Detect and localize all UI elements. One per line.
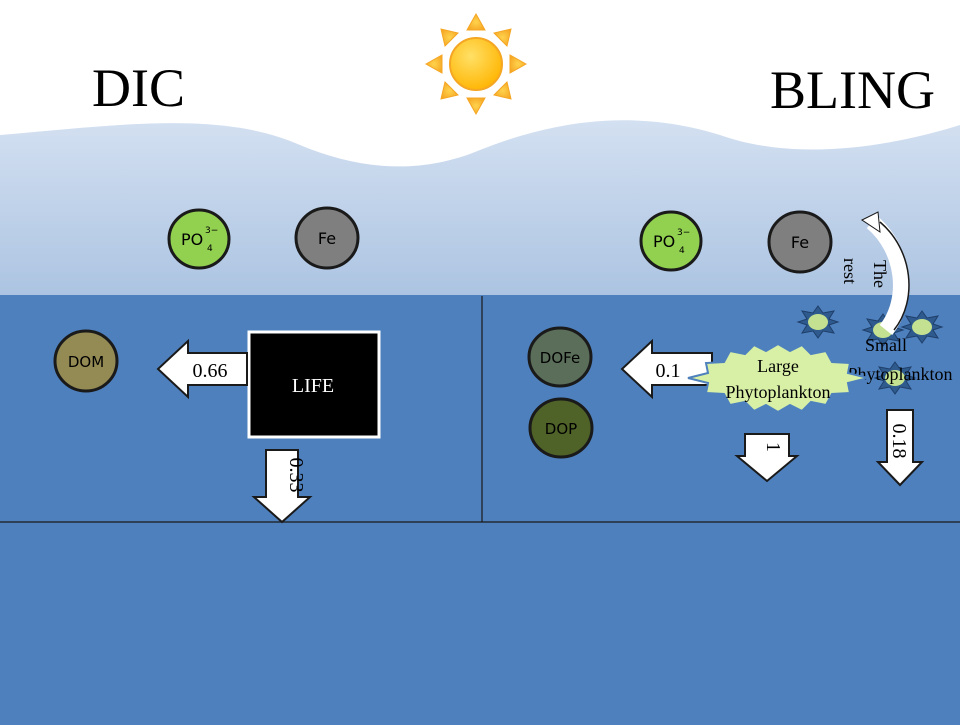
dic-fe-node: Fe [294,206,360,270]
small-phyto-label-2: Phytoplankton [847,364,952,384]
po4-label: PO [181,230,203,249]
dom-label: DOM [68,353,104,371]
bling-po4-node: PO 3− 4 [639,210,703,272]
dic-to-dom-value: 0.66 [193,360,228,382]
large-sinking-value: 1 [762,442,784,452]
dop-label: DOP [545,420,577,438]
large-phyto-label-1: Large [757,356,799,376]
large-phyto-label-2: Phytoplankton [725,382,830,402]
dofe-label: DOFe [540,349,580,367]
large-phytoplankton: Large Phytoplankton [687,342,869,414]
the-rest-label-2: rest [840,258,860,284]
svg-text:Fe: Fe [791,233,809,252]
arrow-dic-sinking: 0.33 [251,449,313,524]
life-label: LIFE [292,375,334,397]
the-rest-arrow: The rest [840,211,910,335]
title-dic: DIC [92,58,185,118]
po4-sub: 4 [207,244,213,254]
sun-icon [424,12,528,116]
svg-text:PO: PO [653,232,675,251]
bling-fe-node: Fe [767,210,833,274]
dic-dom-node: DOM [53,329,119,393]
life-box: LIFE [247,330,381,439]
svg-text:4: 4 [679,246,685,256]
arrow-bling-to-dissolved: 0.1 [620,338,713,400]
title-bling: BLING [770,60,935,120]
arrow-life-to-dom: 0.66 [156,338,248,400]
dic-po4-node: PO 3− 4 [167,208,231,270]
svg-text:3−: 3− [677,228,690,238]
po4-sup: 3− [205,226,218,236]
dic-sinking-value: 0.33 [285,458,307,493]
small-phytoplankton-cluster: Small Phytoplankton [796,305,953,395]
the-rest-label-1: The [870,260,890,288]
fe-label: Fe [318,229,336,248]
small-sinking-value: 0.18 [888,424,910,459]
arrow-large-phyto-sinking: 1 [734,433,800,483]
arrow-small-phyto-sinking: 0.18 [875,409,925,487]
small-phyto-label-1: Small [865,335,907,355]
dofe-node: DOFe [527,326,593,388]
dop-node: DOP [528,397,594,459]
bling-to-dissolved-value: 0.1 [656,360,681,382]
